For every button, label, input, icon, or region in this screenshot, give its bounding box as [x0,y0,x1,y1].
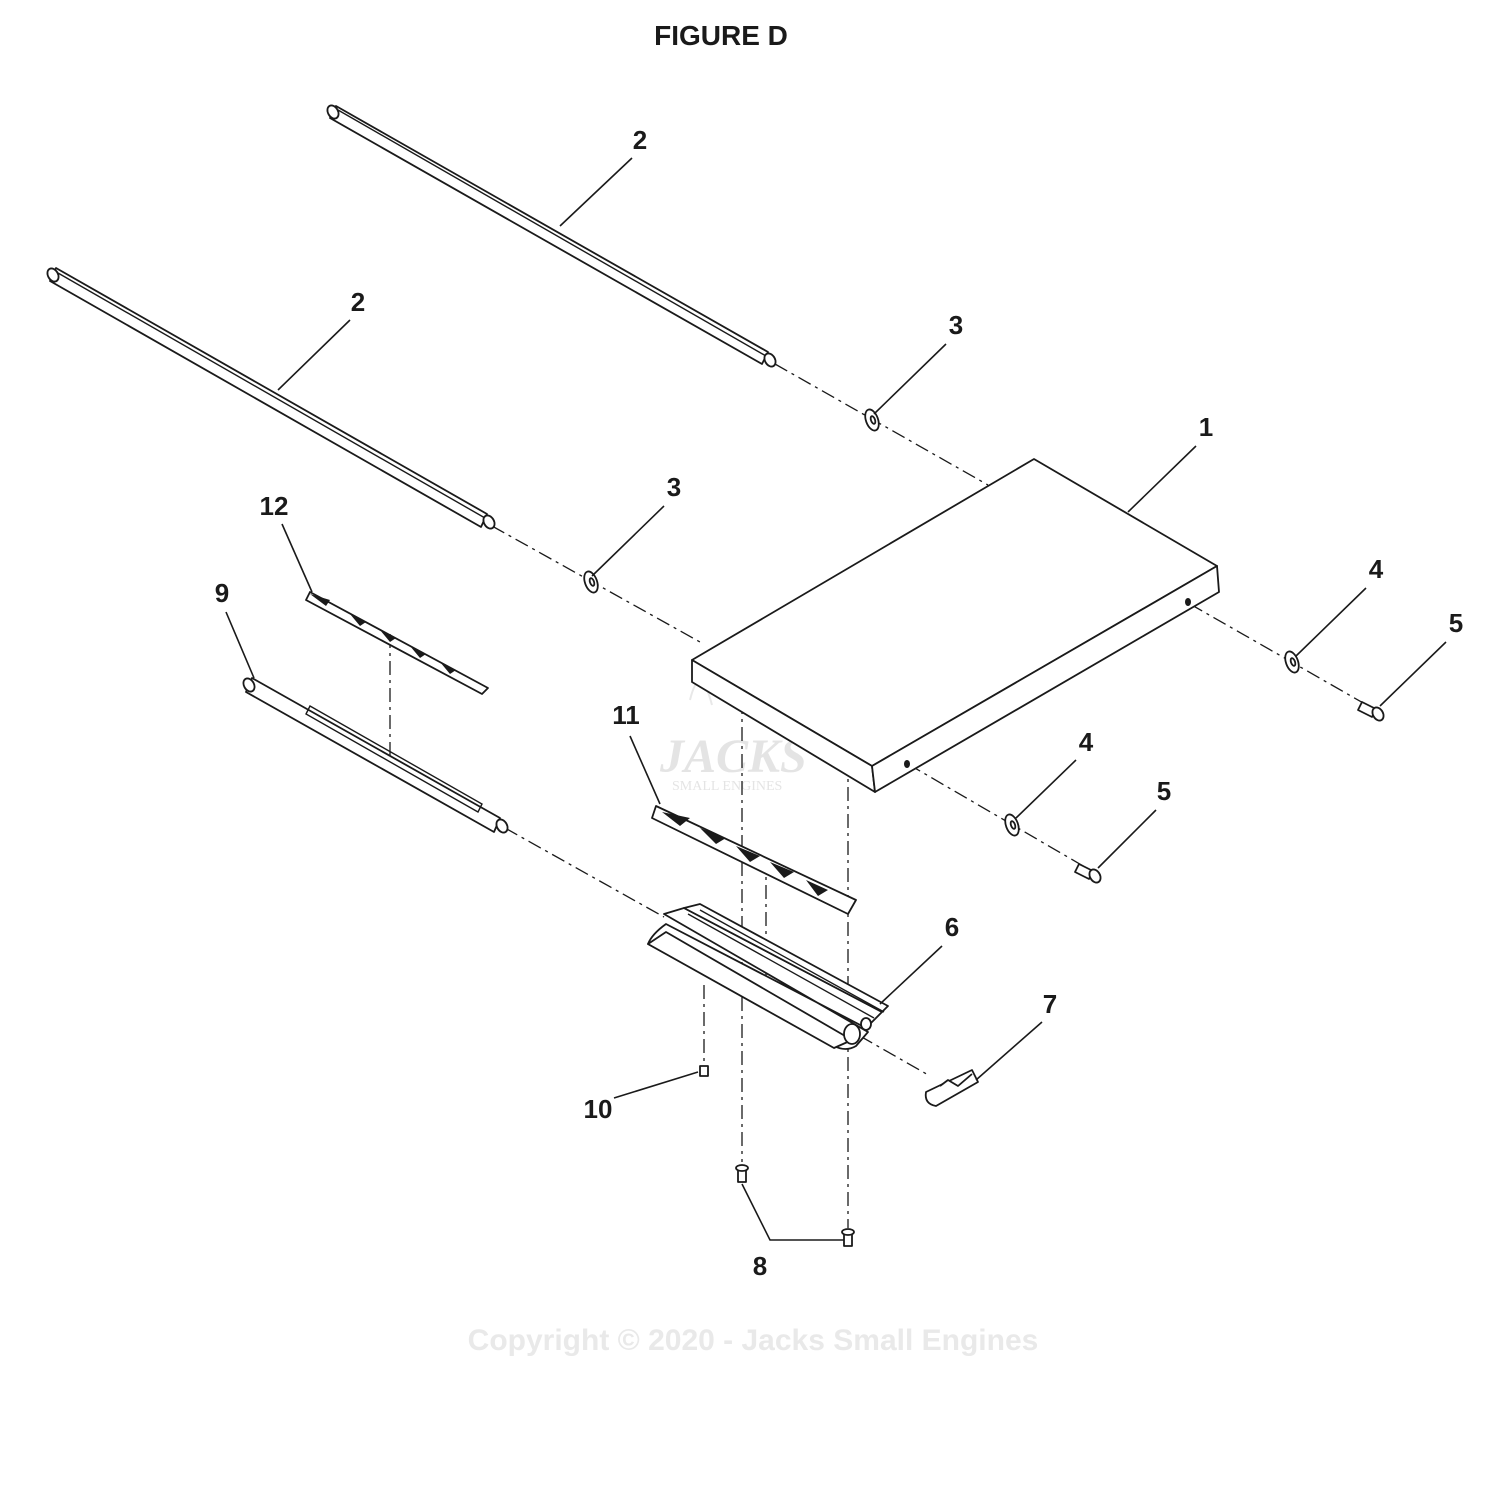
washer-right-lower [1004,813,1020,837]
callout-5-lower: 5 [1157,776,1171,806]
watermark-subtitle: SMALL ENGINES [672,779,782,794]
callout-12: 12 [260,491,289,521]
callout-11: 11 [612,700,640,730]
table-extension [691,458,1220,793]
callout-8: 8 [753,1251,767,1281]
washer-upper [864,408,880,432]
screw-right-lower [1074,863,1102,884]
assembly-center-lines [389,363,1373,1228]
callout-2-upper: 2 [633,125,647,155]
scale-strip-lower [651,805,857,915]
washer-right-upper [1284,650,1300,674]
callout-10: 10 [584,1094,613,1124]
rail-rod-lower [46,267,496,530]
leader-lines [225,157,1447,1241]
rail-rod-upper [326,104,777,368]
callouts: 2 2 3 3 1 4 5 4 5 12 9 11 6 7 10 8 [215,125,1463,1281]
scale-strip-upper [305,591,489,695]
callout-4-lower: 4 [1079,727,1094,757]
callout-3-upper: 3 [949,310,963,340]
callout-9: 9 [215,578,229,608]
callout-5-upper: 5 [1449,608,1463,638]
watermark-logo: JACKS SMALL ENGINES ® [659,666,846,794]
callout-4-upper: 4 [1369,554,1384,584]
screw-bottom-right [841,1228,855,1247]
callout-6: 6 [945,912,959,942]
callout-7: 7 [1043,989,1057,1019]
aluminum-extrusion [647,903,889,1050]
copyright-notice: Copyright © 2020 - Jacks Small Engines [468,1324,1039,1357]
callout-2-lower: 2 [351,287,365,317]
screw-bottom-left [735,1164,749,1183]
watermark-brand: JACKS [659,730,807,783]
short-rod [242,677,509,834]
set-screw [699,1065,709,1077]
figure-title: FIGURE D [654,20,788,51]
callout-3-lower: 3 [667,472,681,502]
end-cap [924,1069,979,1107]
washer-lower [583,570,599,594]
screw-right-upper [1357,701,1385,722]
callout-1: 1 [1199,412,1213,442]
